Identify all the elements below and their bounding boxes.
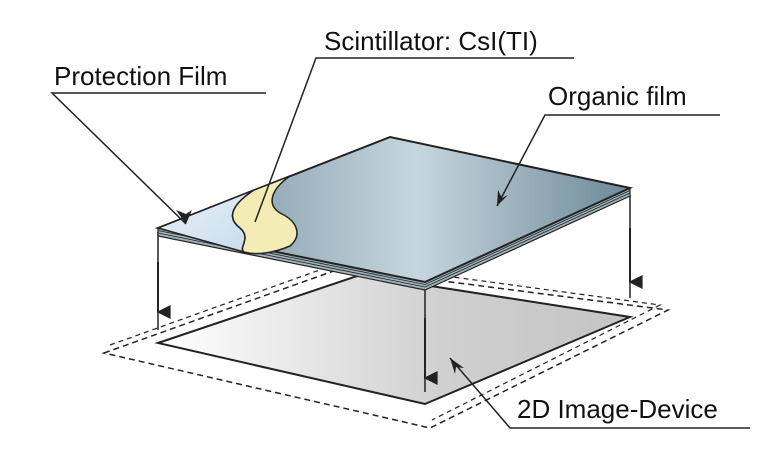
- arrowhead-protection-film: [176, 210, 192, 224]
- label-scintillator: Scintillator: CsI(TI): [324, 26, 538, 56]
- label-organic-film: Organic film: [548, 81, 687, 111]
- leader-organic-film: [496, 114, 720, 207]
- leader-image-device: [449, 357, 750, 429]
- image-device-surface: [154, 273, 634, 406]
- arrowhead-organic-film: [497, 190, 508, 206]
- leader-scintillator: [254, 57, 574, 223]
- label-protection-film: Protection Film: [54, 61, 227, 91]
- arrowhead-image-device: [450, 358, 464, 374]
- leader-protection-film: [50, 92, 266, 225]
- device-dashed-outline-inner: [109, 261, 662, 421]
- scintillator-layer: [231, 175, 298, 255]
- device-dashed-outline: [101, 267, 671, 429]
- label-image-device: 2D Image-Device: [517, 394, 718, 424]
